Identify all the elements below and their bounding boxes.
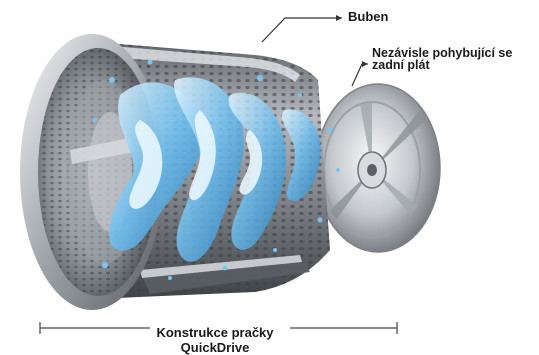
caption-line1: Konstrukce pračky xyxy=(0,325,430,340)
drum-label: Buben xyxy=(348,10,388,23)
back-plate-leader-line xyxy=(352,61,368,86)
caption: Konstrukce pračky QuickDrive xyxy=(0,325,430,355)
back-plate-label: Nezávisle pohybující se zadní plát xyxy=(372,47,512,71)
back-plate-label-line2: zadní plát xyxy=(372,59,512,71)
drum-leader-line xyxy=(262,15,342,42)
back-plate xyxy=(316,84,440,252)
caption-line2: QuickDrive xyxy=(0,340,430,355)
